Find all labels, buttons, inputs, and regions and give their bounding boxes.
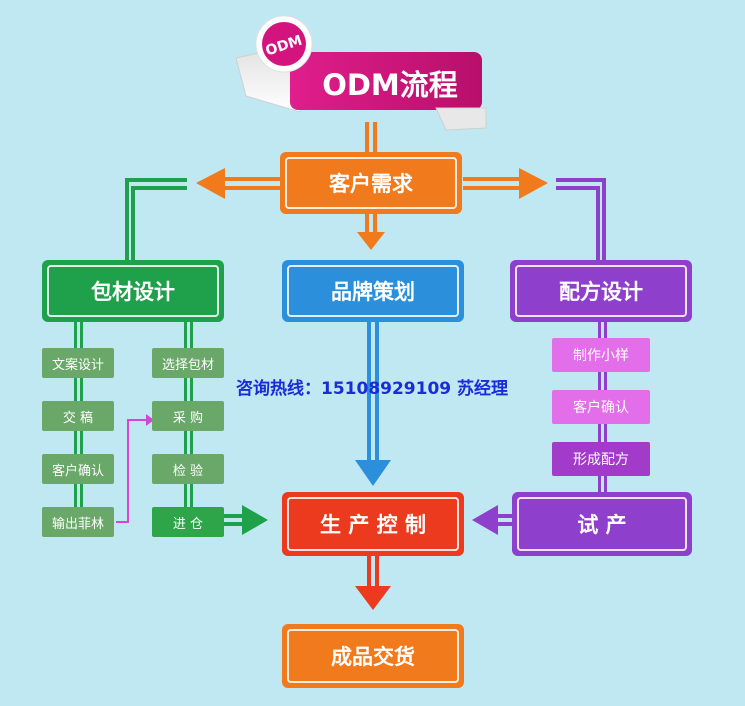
magenta-link (116, 419, 146, 523)
step-submit-draft: 交 稿 (42, 401, 114, 431)
step-customer-confirm: 客户确认 (42, 454, 114, 484)
node-brand-planning: 品牌策划 (282, 260, 464, 322)
node-trial-production: 试 产 (512, 492, 692, 556)
page-title: ODM流程 (322, 68, 458, 102)
node-customer-demand: 客户需求 (280, 152, 462, 214)
node-finished-delivery: 成品交货 (282, 624, 464, 688)
step-output-film: 输出菲林 (42, 507, 114, 537)
consult-hotline: 咨询热线：15108929109 苏经理 (236, 379, 509, 399)
step-purchase: 采 购 (152, 401, 224, 431)
red-connectors (355, 556, 391, 610)
node-packaging-design: 包材设计 (42, 260, 224, 322)
step-inspection: 检 验 (152, 454, 224, 484)
step-form-formula: 形成配方 (552, 442, 650, 476)
step-warehousing: 进 仓 (152, 507, 224, 537)
blue-connectors (355, 322, 391, 486)
step-select-packaging: 选择包材 (152, 348, 224, 378)
orange-connectors (196, 122, 548, 250)
step-formula-customer-confirm: 客户确认 (552, 390, 650, 424)
step-make-sample: 制作小样 (552, 338, 650, 372)
step-copywriting: 文案设计 (42, 348, 114, 378)
node-formula-design: 配方设计 (510, 260, 692, 322)
node-production-control: 生 产 控 制 (282, 492, 464, 556)
odm-logo-banner (235, 15, 487, 131)
